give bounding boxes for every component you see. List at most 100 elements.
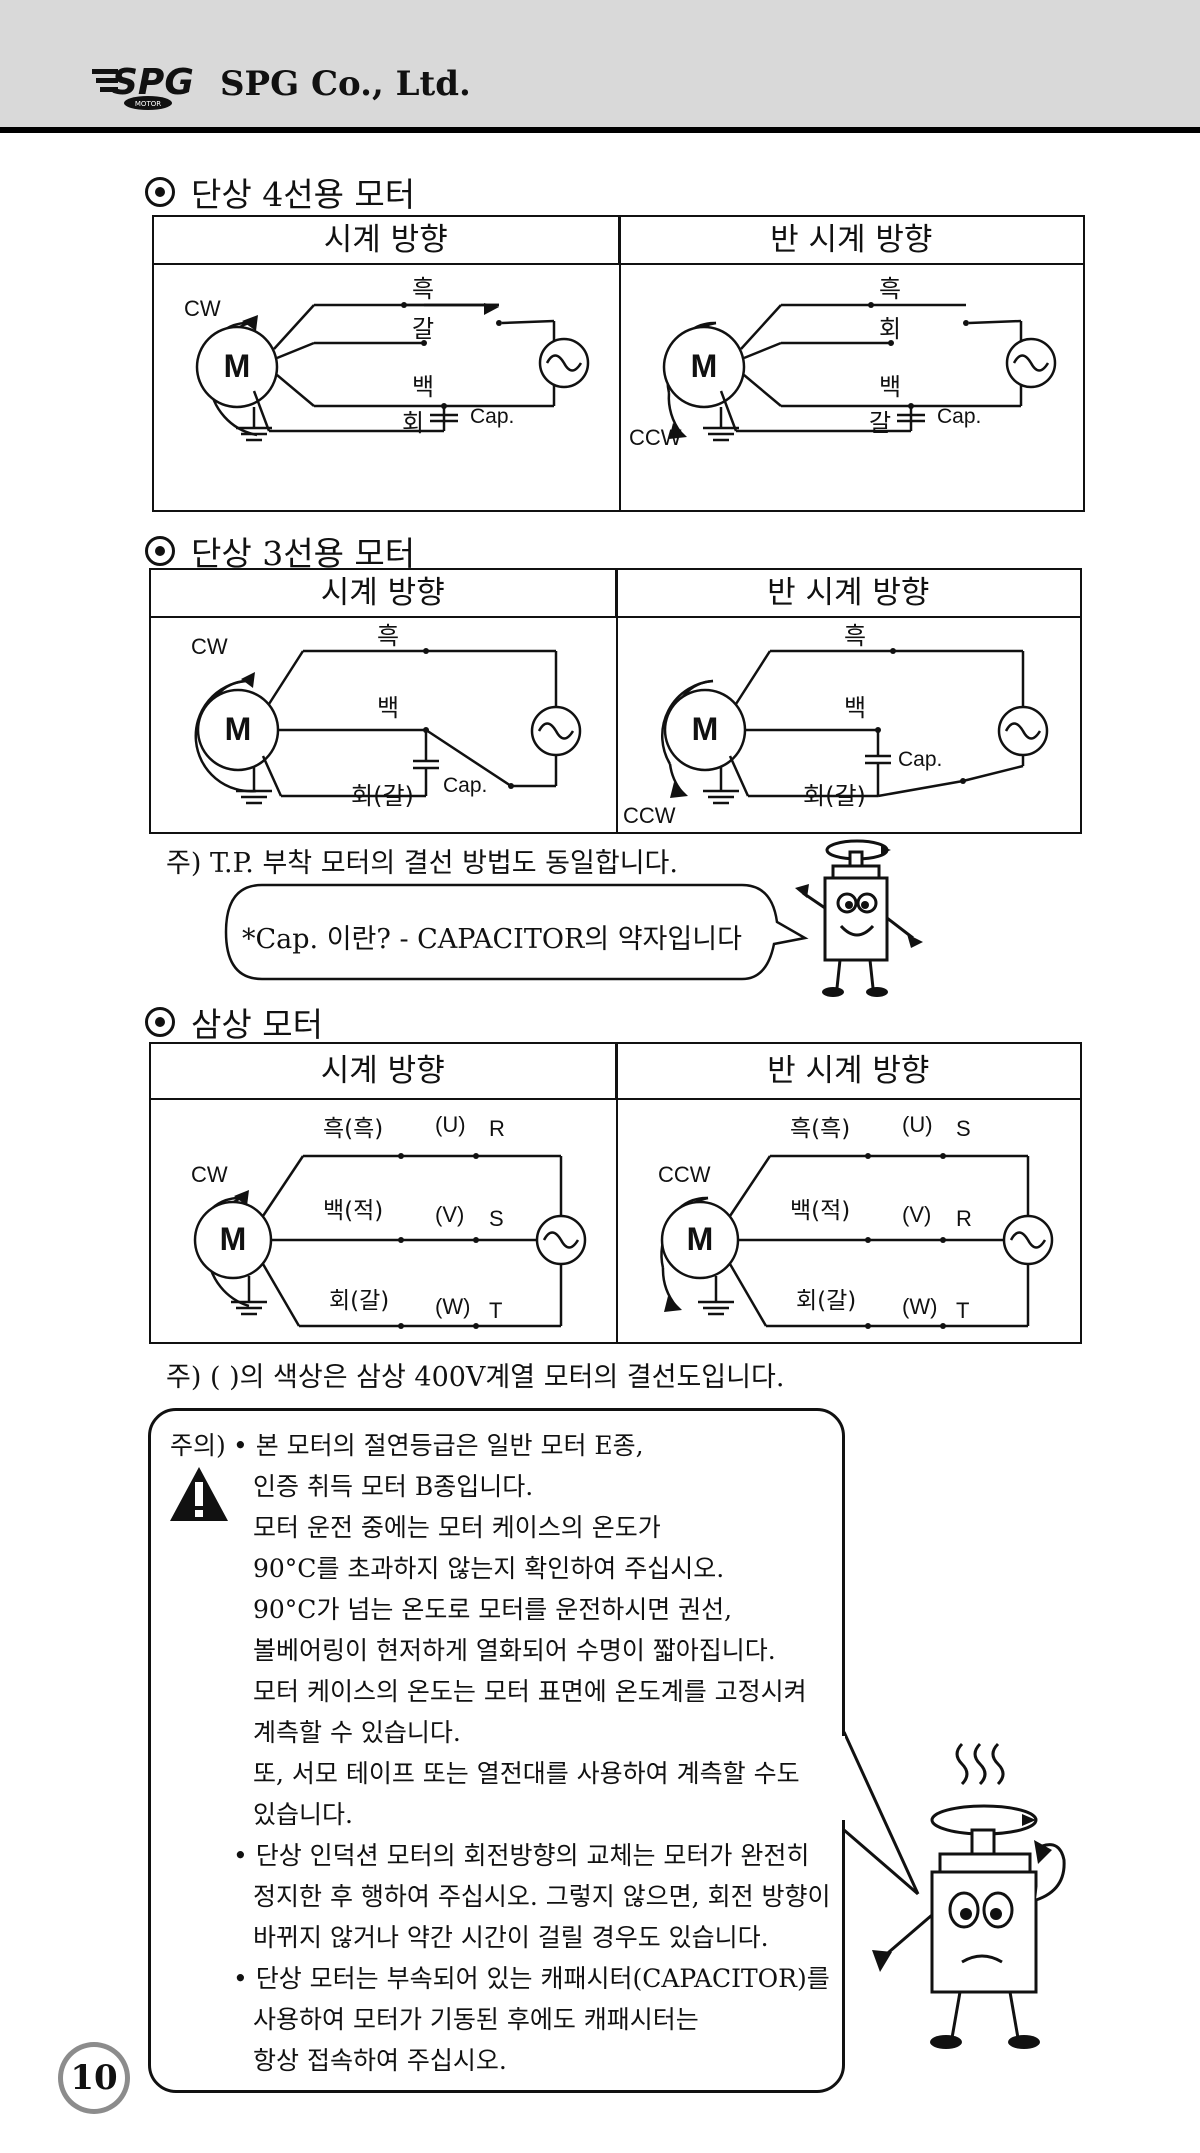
svg-text:M: M xyxy=(692,711,719,747)
svg-text:(W): (W) xyxy=(435,1294,470,1319)
warning-line: 90°C가 넘는 온도로 모터를 운전하시면 권선, xyxy=(253,1595,733,1624)
warning-line: 항상 접속하여 주십시오. xyxy=(253,2046,507,2075)
svg-text:백(적): 백(적) xyxy=(790,1198,850,1224)
svg-text:R: R xyxy=(489,1116,505,1141)
svg-text:흑: 흑 xyxy=(844,622,866,650)
svg-text:흑(흑): 흑(흑) xyxy=(790,1116,850,1142)
svg-text:M: M xyxy=(220,1221,247,1257)
svg-text:(V): (V) xyxy=(435,1202,464,1227)
svg-text:CCW: CCW xyxy=(623,803,676,828)
svg-text:회(갈): 회(갈) xyxy=(351,782,414,810)
warning-line: 인증 취득 모터 B종입니다. xyxy=(253,1472,534,1501)
svg-text:백: 백 xyxy=(377,694,399,722)
warning-line: 계측할 수 있습니다. xyxy=(253,1718,461,1747)
svg-text:Cap.: Cap. xyxy=(443,774,487,797)
svg-text:백: 백 xyxy=(879,373,901,401)
warning-line: • 본 모터의 절연등급은 일반 모터 E종, xyxy=(233,1431,644,1460)
wiring-table-single-3wire: 시계 방향 반 시계 방향 xyxy=(149,568,1082,834)
warning-line: 또, 서모 테이프 또는 열전대를 사용하여 계측할 수도 xyxy=(253,1759,800,1788)
motor-mascot-icon xyxy=(795,839,923,997)
header-ccw: 반 시계 방향 xyxy=(770,222,933,258)
svg-text:회: 회 xyxy=(402,409,424,437)
svg-text:M: M xyxy=(224,348,251,384)
warning-line: 볼베어링이 현저하게 열화되어 수명이 짧아집니다. xyxy=(253,1636,776,1665)
diagram-4wire-ccw: M CCW 흑 회 백 갈 Cap. xyxy=(629,275,1057,450)
svg-text:회(갈): 회(갈) xyxy=(803,782,866,810)
svg-text:흑: 흑 xyxy=(412,275,434,303)
section-title-single-4wire: 단상 4선용 모터 xyxy=(145,168,415,216)
diagram-three-phase-ccw: M CCW 흑(흑) 백(적) 회(갈) (U) (V) (W) S R T xyxy=(658,1112,1054,1329)
warning-line: 있습니다. xyxy=(253,1800,353,1829)
svg-text:흑: 흑 xyxy=(377,622,399,650)
svg-text:S: S xyxy=(956,1116,971,1141)
svg-text:CCW: CCW xyxy=(629,425,682,450)
svg-text:Cap.: Cap. xyxy=(937,405,981,428)
svg-text:회(갈): 회(갈) xyxy=(329,1288,389,1314)
svg-text:회(갈): 회(갈) xyxy=(796,1288,856,1314)
svg-text:(U): (U) xyxy=(435,1112,466,1137)
section-bullet-icon xyxy=(145,177,175,207)
diagram-three-phase-cw: M CW 흑(흑) 백(적) 회(갈) (U) (V) (W) R S T xyxy=(191,1112,587,1329)
wiring-table-three-phase: 시계 방향 반 시계 방향 M CW 흑(흑) 백(적) xyxy=(149,1042,1082,1344)
diagram-4wire-cw: M CW 흑 갈 백 회 Cap. xyxy=(184,275,590,442)
spg-logo: SPG MOTOR xyxy=(92,60,204,116)
company-name: SPG Co., Ltd. xyxy=(220,64,471,104)
svg-text:S: S xyxy=(489,1206,504,1231)
wiring-table-single-4wire: 시계 방향 반 시계 방향 xyxy=(152,215,1085,512)
page-number: 10 xyxy=(63,2047,125,2109)
svg-text:M: M xyxy=(687,1221,714,1257)
logo-sub: MOTOR xyxy=(135,100,161,108)
header-ccw: 반 시계 방향 xyxy=(767,575,930,611)
svg-text:T: T xyxy=(489,1298,502,1323)
svg-text:T: T xyxy=(956,1298,969,1323)
svg-text:(W): (W) xyxy=(902,1294,937,1319)
svg-text:흑(흑): 흑(흑) xyxy=(323,1116,383,1142)
svg-text:CW: CW xyxy=(184,296,221,321)
section-bullet-icon xyxy=(145,536,175,566)
warning-line: 사용하여 모터가 기동된 후에도 캐패시터는 xyxy=(253,2005,699,2034)
svg-text:갈: 갈 xyxy=(869,409,891,437)
section-title-three-phase: 삼상 모터 xyxy=(145,998,323,1046)
svg-text:R: R xyxy=(956,1206,972,1231)
cap-definition-text: *Cap. 이란? - CAPACITOR의 약자입니다 xyxy=(242,924,742,955)
diagram-3wire-cw: M CW 흑 백 회(갈) Cap. xyxy=(191,622,582,810)
svg-text:Cap.: Cap. xyxy=(898,748,942,771)
svg-text:CW: CW xyxy=(191,1162,228,1187)
warning-box-tail xyxy=(842,1731,920,1896)
page-header: SPG MOTOR SPG Co., Ltd. xyxy=(0,0,1200,133)
diagram-3wire-ccw: M CCW 흑 백 회(갈) Cap. xyxy=(623,622,1049,828)
capacitor-speech-bubble xyxy=(224,883,809,981)
page-number-badge: 10 xyxy=(58,2042,130,2114)
header-cw: 시계 방향 xyxy=(151,1044,617,1098)
svg-text:회: 회 xyxy=(879,315,901,343)
header-cw: 시계 방향 xyxy=(154,217,620,263)
svg-text:흑: 흑 xyxy=(879,275,901,303)
svg-text:Cap.: Cap. xyxy=(470,405,514,428)
svg-text:CCW: CCW xyxy=(658,1162,711,1187)
warning-tail-gap xyxy=(829,1736,845,1820)
warning-line: 정지한 후 행하여 주십시오. 그렇지 않으면, 회전 방향이 xyxy=(253,1882,831,1911)
hot-motor-mascot-icon xyxy=(872,1742,1066,2049)
warning-line: 모터 케이스의 온도는 모터 표면에 온도계를 고정시켜 xyxy=(253,1677,807,1706)
section-title-single-3wire: 단상 3선용 모터 xyxy=(145,527,415,575)
warning-label: 주의) xyxy=(170,1431,226,1460)
warning-triangle-icon xyxy=(170,1467,228,1521)
svg-text:백(적): 백(적) xyxy=(323,1198,383,1224)
svg-text:CW: CW xyxy=(191,634,228,659)
warning-line: • 단상 인덕션 모터의 회전방향의 교체는 모터가 완전히 xyxy=(233,1841,810,1870)
warning-line: 모터 운전 중에는 모터 케이스의 온도가 xyxy=(253,1513,661,1542)
svg-text:갈: 갈 xyxy=(412,315,434,343)
svg-text:M: M xyxy=(691,348,718,384)
warning-line: • 단상 모터는 부속되어 있는 캐패시터(CAPACITOR)를 xyxy=(233,1964,830,1993)
header-cw: 시계 방향 xyxy=(151,570,617,616)
svg-text:M: M xyxy=(225,711,252,747)
header-ccw: 반 시계 방향 xyxy=(767,1053,930,1089)
note-three-phase-colors: 주) ( )의 색상은 삼상 400V계열 모터의 결선도입니다. xyxy=(166,1362,785,1393)
note-tp-motor: 주) T.P. 부착 모터의 결선 방법도 동일합니다. xyxy=(166,848,678,879)
warning-line: 바뀌지 않거나 약간 시간이 걸릴 경우도 있습니다. xyxy=(253,1923,769,1952)
svg-text:백: 백 xyxy=(412,373,434,401)
svg-text:(U): (U) xyxy=(902,1112,933,1137)
svg-text:(V): (V) xyxy=(902,1202,931,1227)
svg-text:백: 백 xyxy=(844,694,866,722)
warning-line: 90°C를 초과하지 않는지 확인하여 주십시오. xyxy=(253,1554,725,1583)
